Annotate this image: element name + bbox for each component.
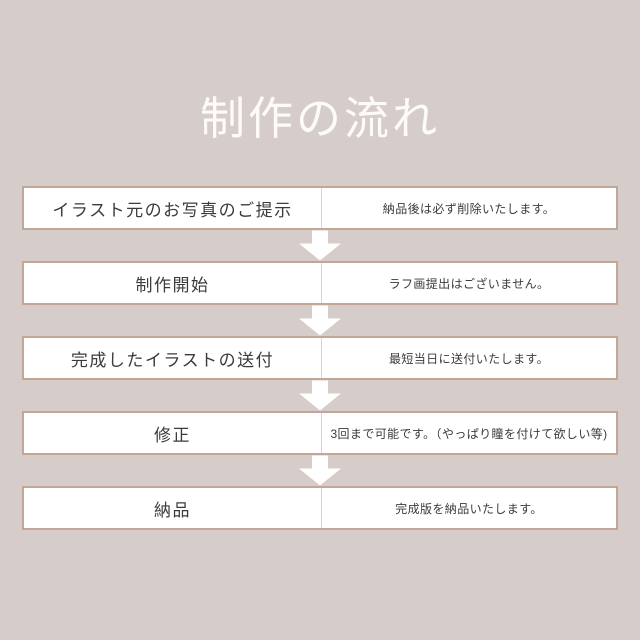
arrow-down-icon	[299, 380, 341, 410]
flow-step-note: 納品後は必ず削除いたします。	[382, 201, 556, 216]
flow-connector	[22, 305, 618, 336]
arrow-down-icon	[299, 305, 341, 335]
flow-step-label: 完成したイラストの送付	[24, 338, 322, 378]
flow-step-row: イラスト元のお写真のご提示 納品後は必ず削除いたします。	[22, 186, 618, 230]
flow-step-row: 制作開始 ラフ画提出はございません。	[22, 261, 618, 305]
process-flow-diagram: イラスト元のお写真のご提示 納品後は必ず削除いたします。 制作開始 ラフ画提出は…	[22, 186, 618, 530]
flow-step-row: 完成したイラストの送付 最短当日に送付いたします。	[22, 336, 618, 380]
flow-step-row: 納品 完成版を納品いたします。	[22, 486, 618, 530]
flow-step-note: ラフ画提出はございません。	[388, 276, 550, 291]
flow-connector	[22, 380, 618, 411]
flow-step-label: 修正	[24, 413, 322, 453]
flow-step-row: 修正 3回まで可能です。（やっぱり瞳を付けて欲しい等)	[22, 411, 618, 455]
flow-connector	[22, 455, 618, 486]
arrow-down-icon	[299, 455, 341, 485]
page-title: 制作の流れ	[199, 93, 440, 144]
flow-step-note: 最短当日に送付いたします。	[388, 351, 549, 366]
arrow-down-icon	[299, 230, 341, 260]
flow-step-note: 完成版を納品いたします。	[395, 501, 543, 516]
flow-step-label: イラスト元のお写真のご提示	[24, 188, 322, 228]
flow-connector	[22, 230, 618, 261]
flow-step-label: 納品	[24, 488, 322, 528]
flow-step-note: 3回まで可能です。（やっぱり瞳を付けて欲しい等)	[330, 426, 608, 441]
flow-step-label: 制作開始	[24, 263, 322, 303]
